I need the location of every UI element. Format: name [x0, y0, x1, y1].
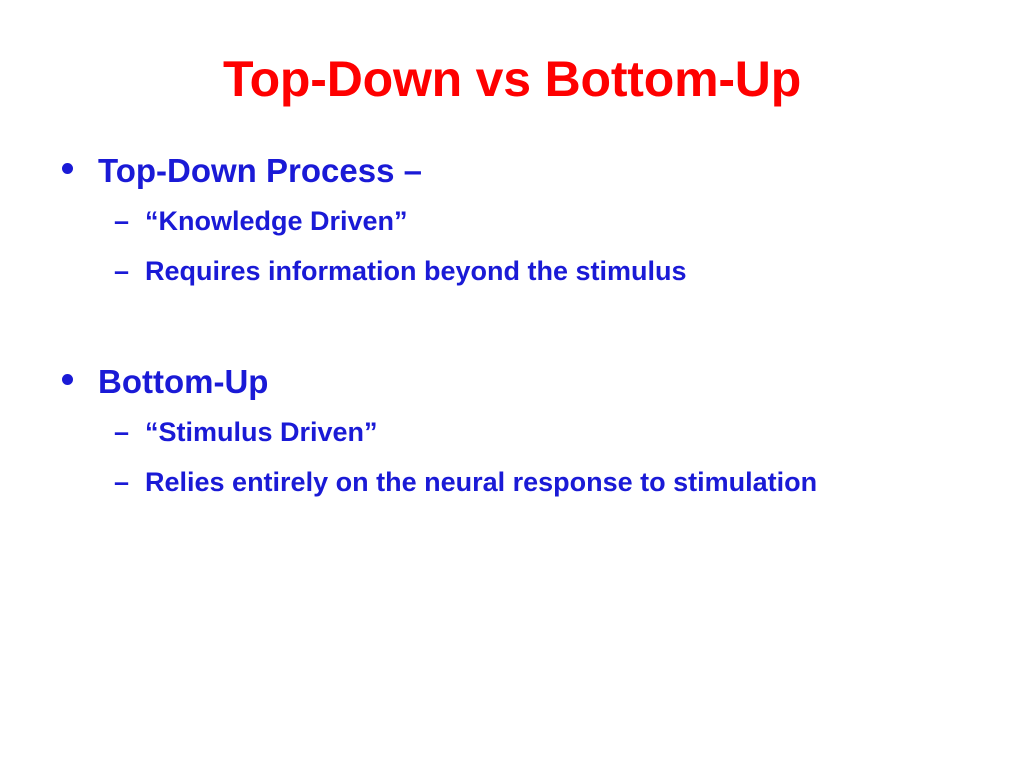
bullet-item-level2-label: “Stimulus Driven” [145, 417, 378, 447]
dash-marker-icon: – [114, 206, 130, 236]
bullet-group-bottom-up: Bottom-Up – “Stimulus Driven” – Relies e… [0, 357, 1024, 506]
dash-marker-icon: – [114, 256, 130, 286]
bullet-dot-icon [62, 146, 98, 195]
slide-title: Top-Down vs Bottom-Up [222, 51, 802, 107]
bullet-item-level1-label: Bottom-Up [98, 363, 269, 400]
bullet-item-level2: – Requires information beyond the stimul… [0, 247, 1024, 295]
bullet-dot-icon [62, 357, 98, 406]
bullet-item-level2: – “Knowledge Driven” [0, 197, 1024, 245]
slide-body: Top-Down Process – – “Knowledge Driven” … [0, 146, 1024, 508]
bullet-group-top-down: Top-Down Process – – “Knowledge Driven” … [0, 146, 1024, 295]
dash-marker-icon: – [114, 467, 130, 497]
bullet-item-level2: – “Stimulus Driven” [0, 408, 1024, 456]
bullet-item-level1: Top-Down Process – [0, 146, 1024, 195]
bullet-item-level2: – Relies entirely on the neural response… [0, 458, 1024, 506]
bullet-item-level1-label: Top-Down Process – [98, 152, 422, 189]
bullet-item-level2-label: Relies entirely on the neural response t… [145, 467, 818, 497]
dash-marker-icon: – [114, 417, 130, 447]
bullet-item-level2-label: Requires information beyond the stimulus [145, 256, 687, 286]
bullet-item-level1: Bottom-Up [0, 357, 1024, 406]
group-spacer [0, 297, 1024, 357]
bullet-item-level2-label: “Knowledge Driven” [145, 206, 408, 236]
